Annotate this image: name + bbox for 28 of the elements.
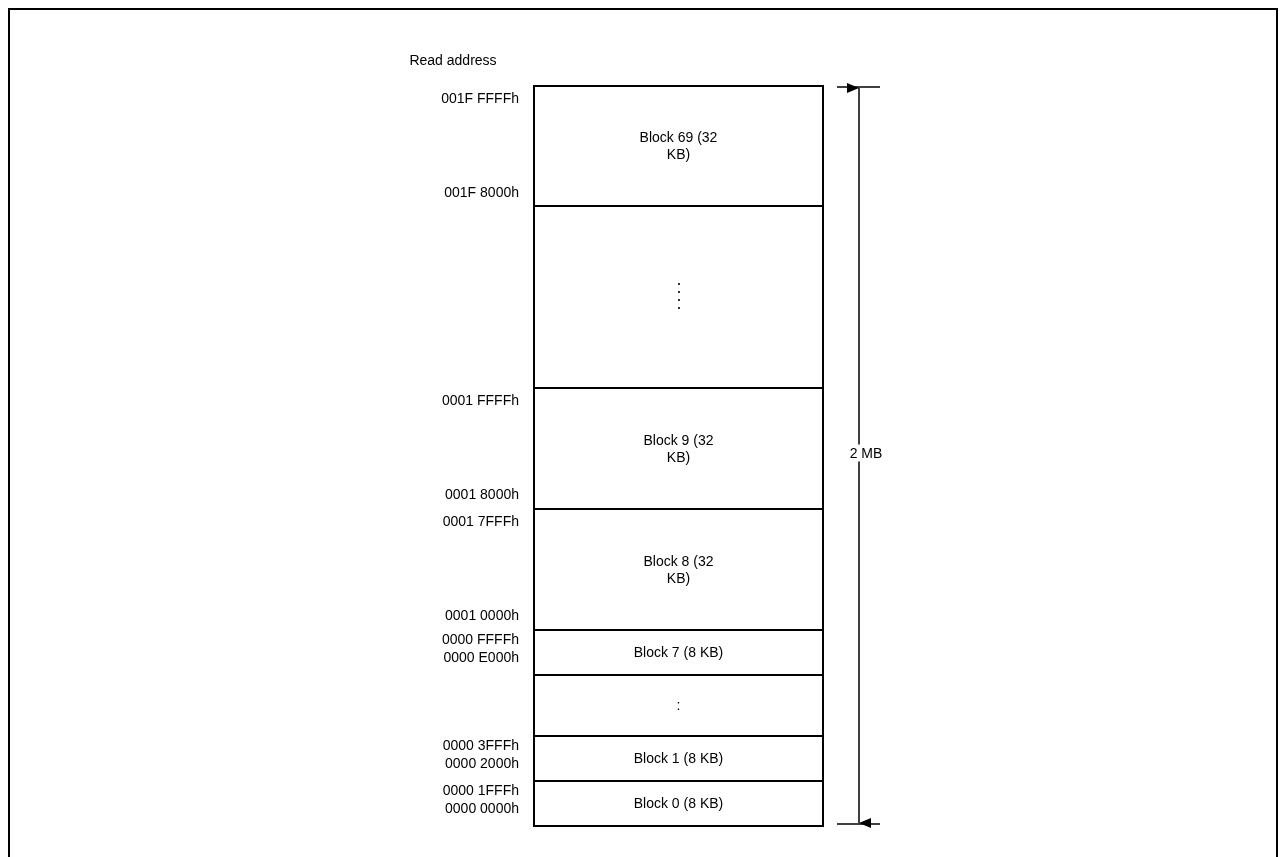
- address-label: 0000 FFFFh: [441, 630, 519, 648]
- address-label: 0000 1FFFh: [442, 781, 519, 799]
- address-label: 001F 8000h: [444, 183, 519, 201]
- block-label: Block 1 (8 KB): [633, 750, 724, 767]
- block-label: Block 8 (32 KB): [642, 552, 715, 587]
- address-label: 0001 0000h: [445, 606, 519, 624]
- block-label: :: [676, 697, 681, 714]
- address-label: 0000 2000h: [445, 754, 519, 772]
- memory-block: [533, 205, 824, 389]
- address-label: 0001 FFFFh: [441, 391, 519, 409]
- address-label: 0000 E000h: [443, 648, 519, 666]
- memory-block: [533, 629, 824, 676]
- memory-block: [533, 85, 824, 207]
- memory-block: [533, 780, 824, 827]
- memory-block: [533, 387, 824, 510]
- block-label: Block 0 (8 KB): [633, 795, 724, 812]
- address-label: 2 MB: [847, 444, 885, 462]
- block-label: Block 9 (32 KB): [642, 431, 715, 466]
- block-label: Block 7 (8 KB): [633, 644, 724, 661]
- block-label: Block 69 (32 KB): [638, 129, 719, 163]
- address-label: 0001 7FFFh: [442, 512, 519, 530]
- memory-block: [533, 735, 824, 782]
- memory-block: [533, 508, 824, 631]
- memory-block: [533, 674, 824, 737]
- address-label: 0000 3FFFh: [442, 736, 519, 754]
- address-label: 0001 8000h: [445, 485, 519, 503]
- address-label: 001F FFFFh: [441, 89, 519, 107]
- address-label: 0000 0000h: [445, 799, 519, 817]
